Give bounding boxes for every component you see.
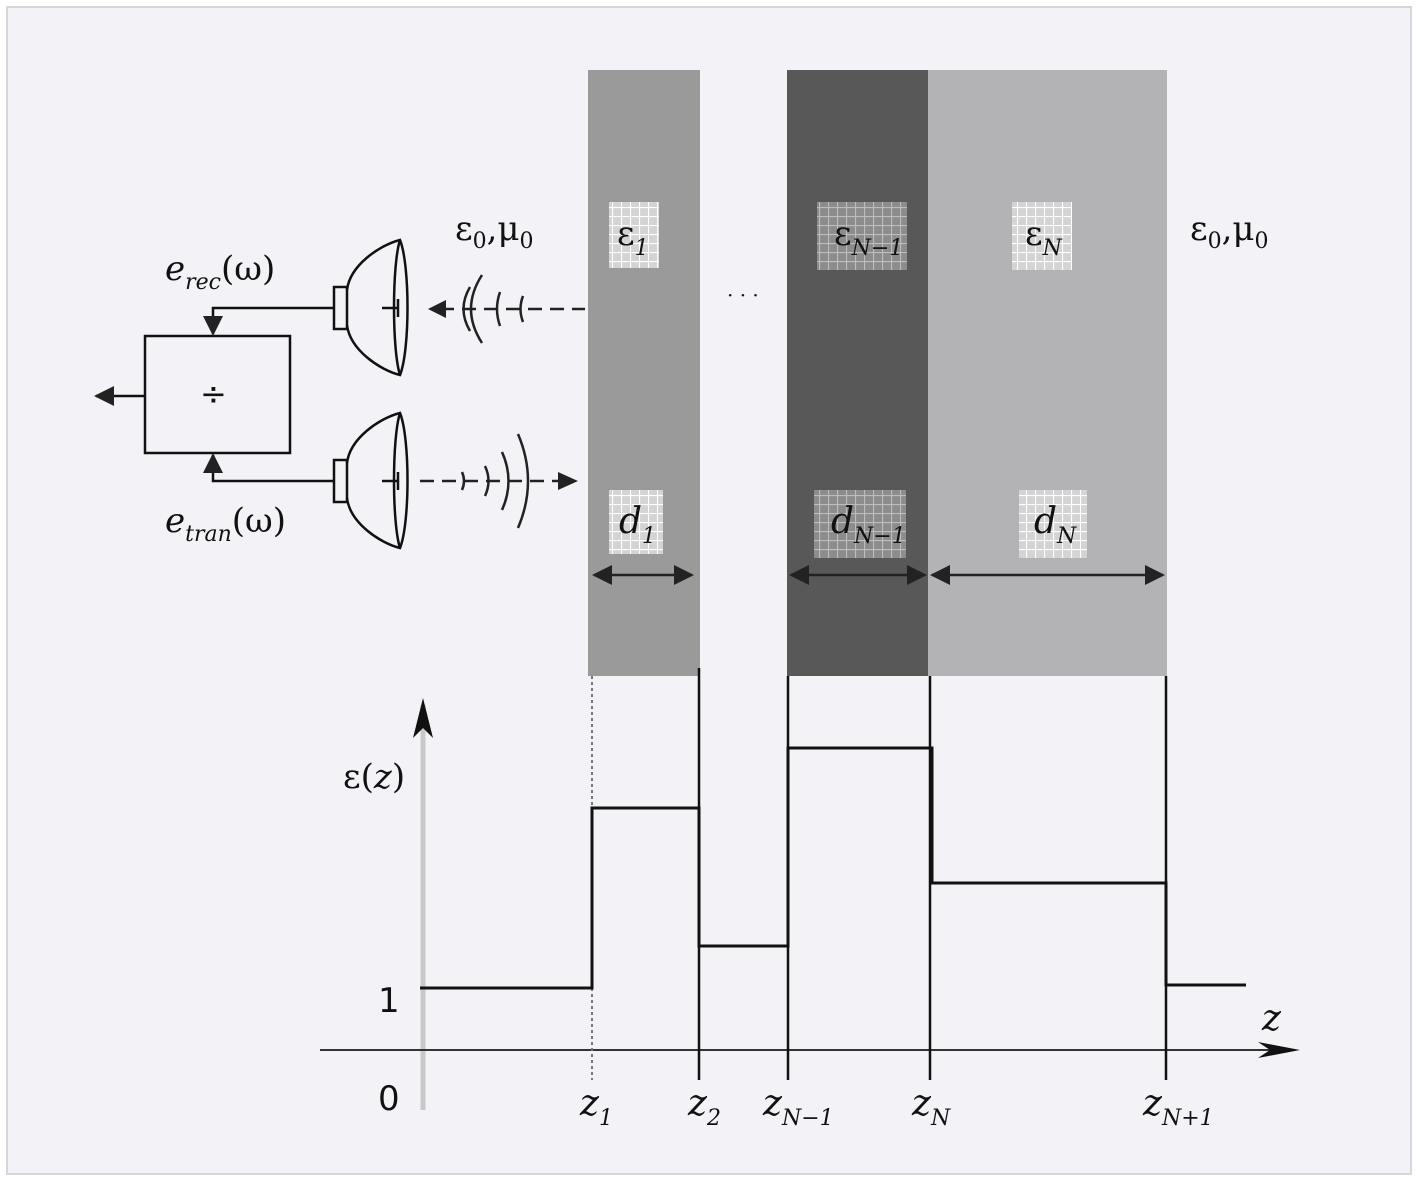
layer-n-minus-1 [787, 70, 928, 676]
layer-1 [588, 70, 700, 676]
label-patch-epsN-1 [817, 202, 907, 270]
y-axis-arrowhead [413, 698, 433, 738]
zN+1-tick-label: zN+1 [1142, 1083, 1214, 1131]
y-tick-0: 0 [378, 1079, 400, 1119]
eps-n-label: εN [1025, 214, 1063, 261]
medium-right-label: ε0,μ0 [1190, 209, 1269, 254]
d-n-label: dN [1034, 501, 1077, 549]
divide-symbol: ÷ [200, 375, 227, 413]
receiver-antenna [332, 238, 409, 377]
d-n-minus-1-label: dN−1 [831, 501, 906, 549]
figure-panel [6, 6, 1412, 1175]
z2-tick-label: z2 [687, 1083, 721, 1131]
y-axis-label: ε(z) [343, 757, 405, 797]
x-axis-label: z [1261, 998, 1282, 1039]
reflected-wave [428, 274, 585, 344]
transmitter-antenna [332, 411, 409, 550]
z1-tick-label: z1 [579, 1083, 613, 1131]
tran-connection [203, 453, 334, 483]
rec-connection [203, 306, 334, 336]
d1-label: d1 [619, 501, 656, 549]
eps1-label: ε1 [617, 214, 649, 261]
x-axis-arrowhead [1258, 1042, 1300, 1058]
y-tick-1: 1 [378, 981, 400, 1021]
label-patch-eps1 [609, 202, 659, 268]
label-patch-dN [1019, 490, 1087, 558]
epsilon-profile [420, 746, 1246, 990]
layer-n [928, 70, 1167, 676]
ellipsis: · · · [727, 283, 759, 307]
zN-tick-label: zN [911, 1083, 951, 1131]
profile-plot: ε(z) z 1 0 z1 z2 zN−1 zN zN+1 [320, 668, 1300, 1131]
label-patch-dN-1 [814, 490, 906, 558]
e-tran-label: etran(ω) [165, 501, 286, 547]
incident-wave [420, 433, 578, 529]
label-patch-d1 [609, 490, 663, 554]
eps-n-minus-1-label: εN−1 [834, 214, 903, 261]
zN-1-tick-label: zN−1 [762, 1083, 834, 1131]
label-patch-epsN [1012, 202, 1072, 270]
medium-left-label: ε0,μ0 [455, 209, 534, 254]
e-rec-label: erec(ω) [165, 249, 275, 295]
